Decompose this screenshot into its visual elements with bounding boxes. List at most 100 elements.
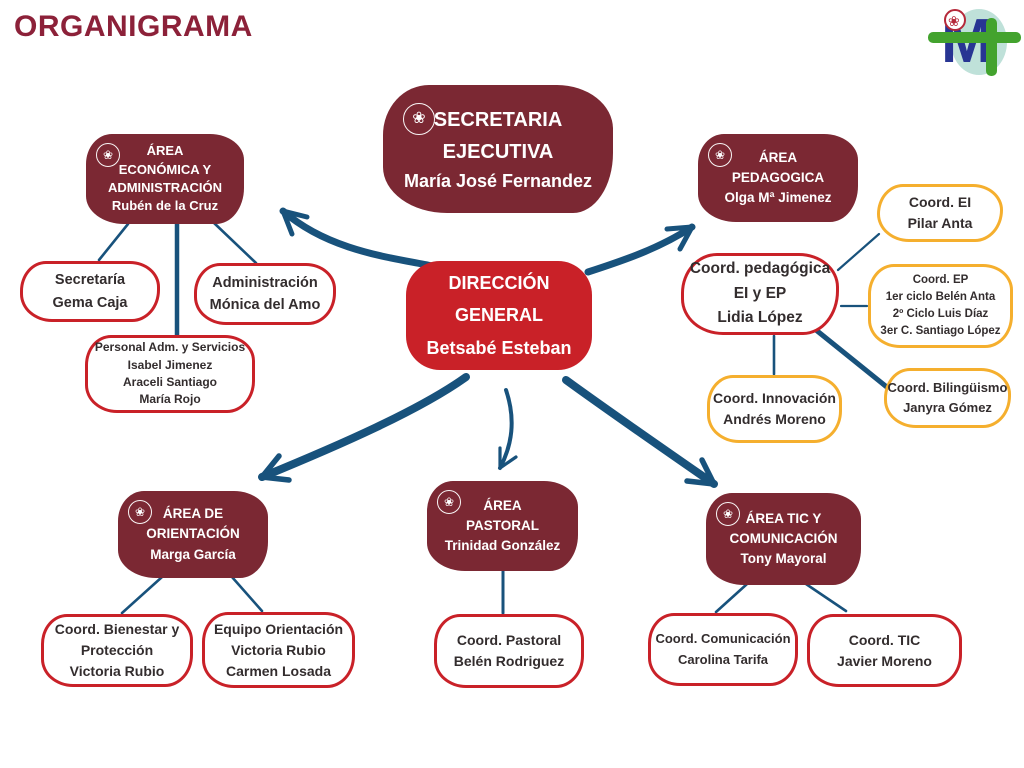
node-coord-ei: Coord. EI Pilar Anta	[877, 184, 1003, 242]
node-title-line: EJECUTIVA	[442, 140, 554, 163]
connector-economica-secretaria	[97, 222, 130, 262]
node-area-economica: ❀ ÁREA ECONÓMICA Y ADMINISTRACIÓN Rubén …	[86, 134, 244, 224]
node-title-line: Coord. Pastoral	[456, 632, 562, 648]
node-title-line: Coord. pedagógica	[689, 259, 831, 277]
node-person: Mónica del Amo	[209, 297, 321, 313]
node-person: Betsabé Esteban	[426, 337, 572, 358]
node-title-line: Protección	[80, 642, 154, 658]
node-title-line: ADMINISTRACIÓN	[107, 180, 223, 195]
node-person: Janyra Gómez	[903, 400, 992, 415]
node-person: 2º Ciclo Luis Díaz	[892, 308, 989, 320]
node-person: Gema Caja	[52, 294, 128, 311]
node-title-line: ÁREA	[483, 497, 522, 513]
logo-cross-left-bar	[928, 32, 981, 43]
logo-cross-right-bar	[972, 32, 1021, 43]
school-logo-graphic: M ❀	[928, 7, 1021, 76]
node-title-line: Equipo Orientación	[213, 620, 344, 637]
flower-emblem-icon: ❀	[128, 500, 152, 524]
node-coord-pedagogica: Coord. pedagógica EI y EP Lidia López	[681, 253, 839, 335]
connector-orientacion-equipo	[230, 575, 264, 613]
node-person: María José Fernandez	[403, 170, 593, 191]
flower-emblem-icon: ❀	[403, 103, 435, 135]
node-title-line: Coord. Bienestar y	[54, 621, 180, 637]
node-title-line: Secretaría	[54, 272, 126, 289]
node-person: Carmen Losada	[225, 662, 332, 679]
logo-flower-circle	[944, 9, 966, 31]
node-title-line: GENERAL	[454, 305, 543, 326]
node-title-line: EI y EP	[733, 284, 787, 302]
flower-emblem-icon: ❀	[437, 490, 461, 514]
node-person: Victoria Rubio	[69, 663, 165, 679]
node-person: Andrés Moreno	[723, 411, 826, 427]
connector-tic-coordtic	[804, 582, 848, 613]
node-coord-comunicacion: Coord. Comunicación Carolina Tarifa	[648, 613, 798, 686]
node-coord-innovacion: Coord. Innovación Andrés Moreno	[707, 375, 842, 443]
node-administracion: Administración Mónica del Amo	[194, 263, 336, 325]
node-person: Isabel Jimenez	[127, 357, 213, 372]
node-personal-adm: Personal Adm. y Servicios Isabel Jimenez…	[85, 335, 255, 413]
node-title-line: Administración	[212, 274, 318, 291]
logo-flower-icon: ❀	[948, 13, 960, 29]
node-coord-tic: Coord. TIC Javier Moreno	[807, 614, 962, 687]
node-secretaria-ejecutiva: ❀ SECRETARIA EJECUTIVA María José Fernan…	[383, 85, 613, 213]
node-person: 3er C. Santiago López	[880, 325, 1001, 338]
connector-economica-administracion	[211, 220, 258, 265]
node-secretaria: Secretaría Gema Caja	[20, 261, 160, 322]
node-coord-pastoral: Coord. Pastoral Belén Rodriguez	[434, 614, 584, 688]
node-title-line: ÁREA TIC Y	[745, 510, 822, 526]
node-person: Rubén de la Cruz	[111, 198, 219, 214]
node-area-tic: ❀ ÁREA TIC Y COMUNICACIÓN Tony Mayoral	[706, 493, 861, 585]
node-title-line: PASTORAL	[465, 517, 539, 533]
logo-cross-vertical-bar	[986, 18, 997, 76]
node-coord-bienestar: Coord. Bienestar y Protección Victoria R…	[41, 614, 193, 687]
node-title-line: Coord. Comunicación	[655, 631, 791, 647]
node-person: María Rojo	[139, 392, 201, 407]
node-person: Araceli Santiago	[122, 375, 218, 389]
node-person: Pilar Anta	[907, 215, 973, 231]
node-title-line: Personal Adm. y Servicios	[94, 340, 246, 355]
node-title-line: Coord. EI	[908, 194, 972, 210]
node-title-line: ECONÓMICA Y	[118, 161, 212, 177]
node-title-line: PEDAGOGICA	[731, 169, 825, 185]
node-title-line: ÁREA DE	[162, 506, 224, 522]
node-person: Olga Mª Jimenez	[724, 190, 832, 206]
node-title-line: Coord. EP	[912, 273, 969, 286]
flower-emblem-icon: ❀	[716, 502, 740, 526]
school-logo: M ❀	[925, 4, 1024, 86]
arrow-to-area-economica	[279, 207, 436, 270]
node-area-orientacion: ❀ ÁREA DE ORIENTACIÓN Marga García	[118, 491, 268, 578]
node-direccion-general: DIRECCIÓN GENERAL Betsabé Esteban	[406, 261, 592, 370]
node-title-line: Coord. Innovación	[713, 390, 836, 406]
flower-emblem-icon: ❀	[708, 143, 732, 167]
connector-pedagogica-coord-ei	[836, 232, 881, 272]
node-person: Marga García	[150, 546, 236, 562]
node-title-line: COMUNICACIÓN	[729, 530, 838, 546]
node-title-line: SECRETARIA	[433, 108, 563, 131]
node-equipo-orientacion: Equipo Orientación Victoria Rubio Carmen…	[202, 612, 355, 688]
node-title-line: ÁREA	[758, 149, 798, 165]
arrow-to-area-pastoral	[498, 388, 518, 470]
node-title-line: ORIENTACIÓN	[146, 526, 240, 542]
node-title-line: Coord. TIC	[848, 631, 921, 648]
node-person: Victoria Rubio	[231, 641, 326, 658]
connector-orientacion-bienestar	[120, 575, 164, 615]
arrow-to-area-tic	[562, 376, 718, 488]
node-title-line: Coord. Bilingüismo	[887, 379, 1008, 395]
flower-emblem-icon: ❀	[96, 143, 120, 167]
node-title-line: DIRECCIÓN	[448, 272, 550, 293]
node-person: 1er ciclo Belén Anta	[885, 290, 996, 303]
node-coord-bilinguismo: Coord. Bilingüismo Janyra Gómez	[884, 368, 1011, 428]
arrow-to-area-orientacion	[258, 373, 470, 483]
node-area-pedagogica: ❀ ÁREA PEDAGOGICA Olga Mª Jimenez	[698, 134, 858, 222]
node-person: Belén Rodriguez	[453, 653, 565, 669]
page-title: ORGANIGRAMA	[14, 10, 253, 43]
node-person: Carolina Tarifa	[677, 651, 769, 667]
node-person: Javier Moreno	[837, 652, 932, 669]
node-area-pastoral: ❀ ÁREA PASTORAL Trinidad González	[427, 481, 578, 571]
node-person: Trinidad González	[444, 538, 561, 554]
node-person: Lidia López	[717, 309, 803, 327]
connector-tic-comunicacion	[714, 582, 749, 614]
node-title-line: ÁREA	[146, 143, 184, 159]
arrow-to-area-pedagogica	[584, 223, 696, 276]
